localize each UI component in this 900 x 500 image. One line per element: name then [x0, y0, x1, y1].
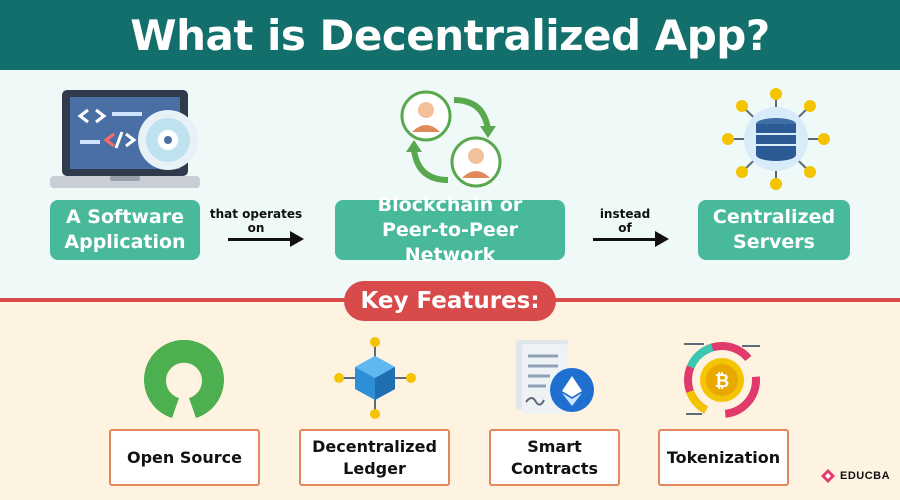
connector-instead-of-line2: of	[618, 221, 632, 235]
feature-open-source: Open Source	[109, 429, 260, 486]
centralized-servers-line2: Servers	[733, 231, 815, 253]
software-application-box: A Software Application	[50, 200, 200, 260]
peer-to-peer-icon	[400, 90, 502, 188]
software-application-line1: A Software	[65, 206, 185, 228]
open-source-icon	[144, 340, 224, 418]
key-features-heading: Key Features:	[344, 281, 556, 321]
blockchain-network-line1: Blockchain or	[377, 193, 523, 216]
feature-decentralized-ledger-line2: Ledger	[343, 458, 406, 478]
laptop-code-icon	[50, 90, 200, 188]
feature-tokenization: Tokenization	[658, 429, 789, 486]
connector-instead-of-line1: instead	[599, 207, 651, 221]
blockchain-network-line2: Peer-to-Peer Network	[381, 218, 519, 266]
svg-text:₿: ₿	[715, 371, 730, 392]
feature-smart-contracts-line1: Smart	[527, 436, 582, 456]
brand-mark-icon	[821, 469, 835, 483]
page-title: What is Decentralized App?	[130, 10, 770, 60]
server-database-icon	[722, 88, 830, 190]
title-banner: What is Decentralized App?	[0, 0, 900, 70]
arrow-2-head	[655, 231, 669, 247]
tokenization-icon: ₿	[684, 342, 760, 418]
arrow-2-line	[593, 238, 655, 241]
feature-open-source-line1: Open Source	[127, 447, 242, 467]
software-application-line2: Application	[64, 231, 186, 253]
feature-decentralized-ledger-line1: Decentralized	[312, 436, 437, 456]
connector-instead-of: instead of	[590, 207, 660, 235]
decentralized-ledger-icon	[334, 337, 416, 419]
feature-decentralized-ledger: Decentralized Ledger	[299, 429, 450, 486]
feature-smart-contracts: Smart Contracts	[489, 429, 620, 486]
connector-operates-on: that operates on	[206, 207, 306, 235]
brand-name: EDUCBA	[840, 470, 891, 482]
smart-contract-icon	[516, 340, 594, 414]
feature-tokenization-line1: Tokenization	[666, 447, 781, 467]
connector-operates-on-line2: on	[247, 221, 265, 235]
centralized-servers-line1: Centralized	[712, 206, 836, 228]
arrow-1-head	[290, 231, 304, 247]
blockchain-network-box: Blockchain or Peer-to-Peer Network	[335, 194, 565, 266]
centralized-servers-box: Centralized Servers	[698, 200, 850, 260]
feature-smart-contracts-line2: Contracts	[510, 458, 599, 478]
connector-operates-on-line1: that operates	[209, 207, 303, 221]
arrow-1-line	[228, 238, 290, 241]
brand-logo: EDUCBA	[820, 468, 890, 484]
